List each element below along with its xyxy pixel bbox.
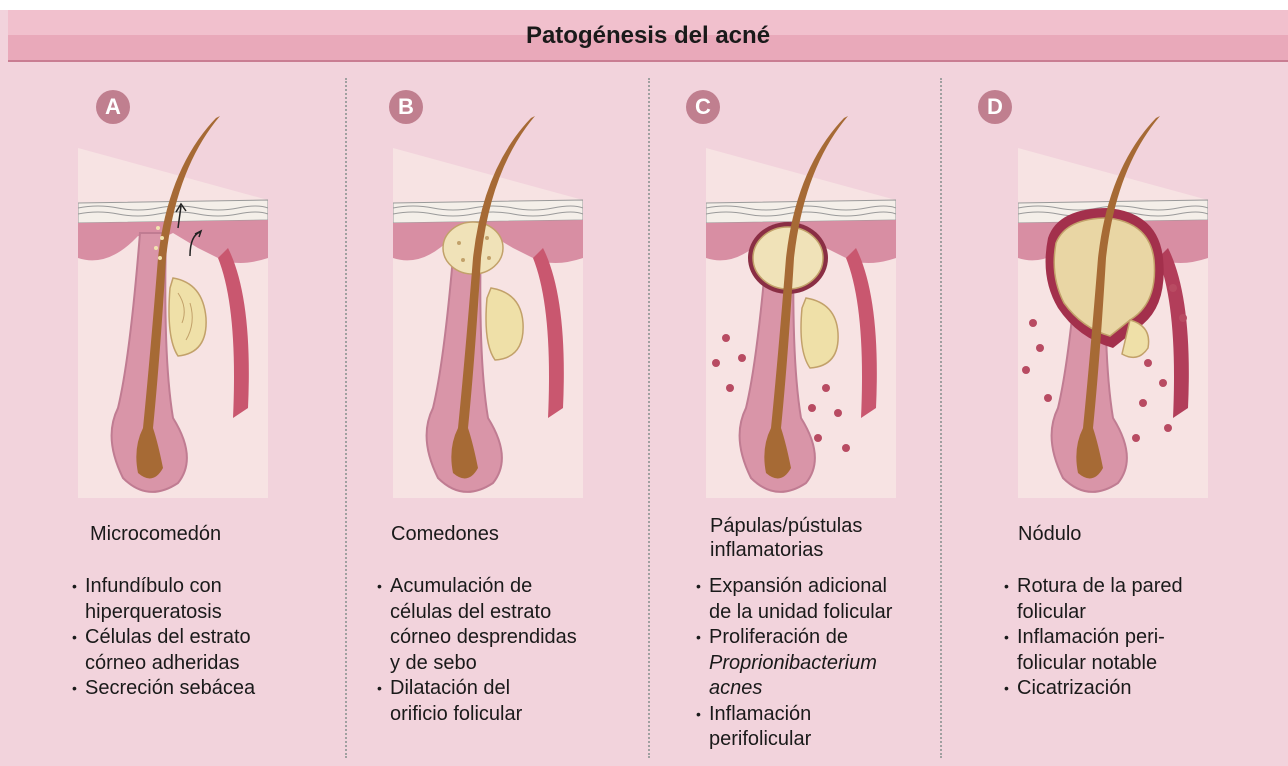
bullet-item: •Proliferación deProprionibacterium acne… [696,625,892,702]
stage-title-a: Microcomedón [90,522,221,546]
panel-b: B Comedones •Acumulación de células del … [347,66,647,766]
panel-c: C Pápulas/pústulas inflamatorias •Expans… [650,66,940,766]
stage-title-d: Nódulo [1018,522,1081,546]
bullet-list-d: •Rotura de la pared folicular •Inflamaci… [1004,574,1183,702]
stage-title-b: Comedones [391,522,499,546]
bullet-item: •Infundíbulo con hiperqueratosis [72,574,255,625]
bullet-item: •Expansión adicional de la unidad folicu… [696,574,892,625]
panel-d: D Nódulo •Rotura de la pared folicular •… [942,66,1288,766]
bullet-item: •Células del estrato córneo adheridas [72,625,255,676]
bullet-item: •Cicatrización [1004,676,1183,702]
badge-d: D [978,90,1012,124]
bullet-item: •Dilatación del orificio folicular [377,676,577,727]
bullet-item: •Secreción sebácea [72,676,255,702]
panel-a: A Microcomedón •Infundíbulo con hiperque… [0,66,345,766]
title-banner: Patogénesis del acné [8,10,1288,62]
follicle-illustration-b [393,108,583,498]
follicle-illustration-d [1018,108,1208,498]
diagram-title: Patogénesis del acné [8,22,1288,50]
bullet-item: •Rotura de la pared folicular [1004,574,1183,625]
stage-title-c: Pápulas/pústulas inflamatorias [710,514,862,562]
bullet-list-c: •Expansión adicional de la unidad folicu… [696,574,892,753]
bullet-item: •Inflamación perifolicular [696,702,892,753]
bullet-list-b: •Acumulación de células del estrato córn… [377,574,577,727]
bullet-item: •Inflamación peri- folicular notable [1004,625,1183,676]
bullet-item: •Acumulación de células del estrato córn… [377,574,577,676]
top-margin [0,0,1288,10]
follicle-illustration-c [706,108,896,498]
follicle-illustration-a [78,108,268,498]
bullet-list-a: •Infundíbulo con hiperqueratosis •Célula… [72,574,255,702]
